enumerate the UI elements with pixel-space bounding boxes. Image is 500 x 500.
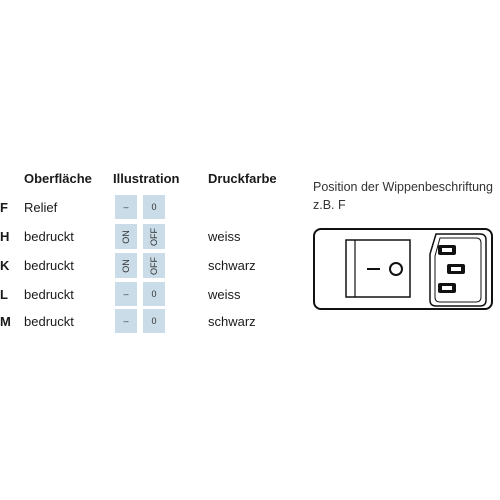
row-print-color: weiss bbox=[208, 229, 241, 244]
symbol-tile: – bbox=[115, 195, 137, 219]
symbol-label: 0 bbox=[151, 316, 157, 326]
symbol-tile: OFF bbox=[143, 253, 165, 278]
rocker-circle-icon bbox=[389, 262, 403, 276]
symbol-label: – bbox=[123, 202, 129, 212]
header-illustration: Illustration bbox=[113, 171, 180, 186]
symbol-tile: 0 bbox=[143, 309, 165, 333]
row-print-color: schwarz bbox=[208, 258, 256, 273]
symbol-label: – bbox=[123, 316, 129, 326]
row-code: L bbox=[0, 287, 8, 302]
symbol-label: ON bbox=[121, 229, 131, 244]
symbol-tile: ON bbox=[115, 253, 137, 278]
iec-inlet-icon bbox=[429, 233, 487, 307]
symbol-tile: ON bbox=[115, 224, 137, 249]
switch-housing-diagram bbox=[313, 228, 493, 310]
position-title: Position der Wippenbeschriftung bbox=[313, 180, 493, 194]
symbol-label: 0 bbox=[151, 289, 157, 299]
row-surface: bedruckt bbox=[24, 258, 74, 273]
symbol-tile: – bbox=[115, 309, 137, 333]
symbol-label: ON bbox=[121, 258, 131, 273]
row-print-color: weiss bbox=[208, 287, 241, 302]
row-print-color: schwarz bbox=[208, 314, 256, 329]
symbol-label: OFF bbox=[149, 256, 159, 275]
row-surface: bedruckt bbox=[24, 314, 74, 329]
header-print-color: Druckfarbe bbox=[208, 171, 277, 186]
row-surface: bedruckt bbox=[24, 229, 74, 244]
symbol-label: OFF bbox=[149, 227, 159, 246]
symbol-label: 0 bbox=[151, 202, 157, 212]
symbol-tile: 0 bbox=[143, 195, 165, 219]
symbol-tile: – bbox=[115, 282, 137, 306]
row-code: K bbox=[0, 258, 10, 273]
row-surface: bedruckt bbox=[24, 287, 74, 302]
row-surface: Relief bbox=[24, 200, 58, 215]
symbol-tile: 0 bbox=[143, 282, 165, 306]
symbol-tile: OFF bbox=[143, 224, 165, 249]
position-subtitle: z.B. F bbox=[313, 198, 346, 212]
header-surface: Oberfläche bbox=[24, 171, 92, 186]
symbol-label: – bbox=[123, 289, 129, 299]
row-code: M bbox=[0, 314, 11, 329]
row-code: H bbox=[0, 229, 10, 244]
row-code: F bbox=[0, 200, 8, 215]
